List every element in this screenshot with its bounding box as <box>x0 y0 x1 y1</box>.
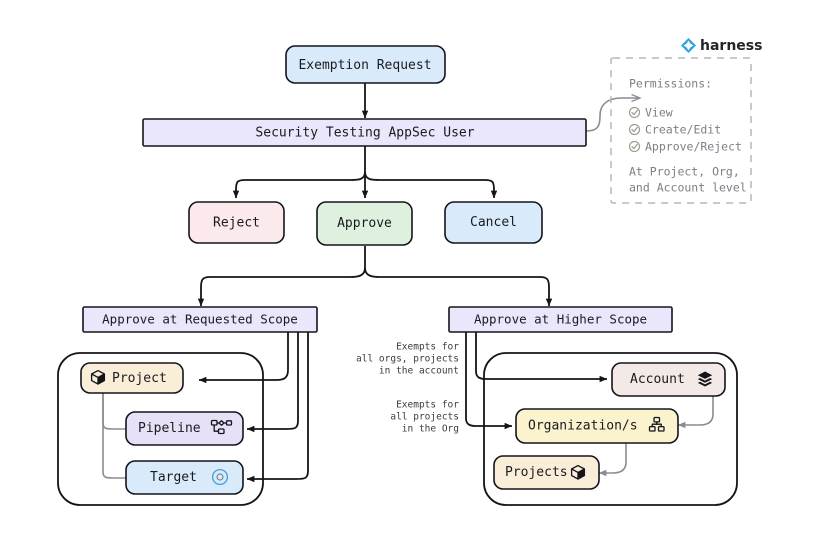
node-cancel[interactable]: Cancel <box>444 201 543 244</box>
node-projects-label: Projects <box>505 465 568 480</box>
annotation-account-exempt-line3: in the account <box>379 366 459 377</box>
node-projects[interactable]: Projects <box>493 455 600 490</box>
node-target-label: Target <box>150 470 197 485</box>
permissions-title: Permissions: <box>629 77 712 91</box>
permissions-item-approve-reject: Approve/Reject <box>628 140 742 154</box>
edge-role-to-reject <box>232 171 366 199</box>
node-account-label: Account <box>630 372 685 387</box>
edge-organizations-to-projects <box>598 443 627 477</box>
cube-icon <box>570 464 586 480</box>
node-target[interactable]: Target <box>125 460 244 495</box>
check-circle-icon <box>628 106 641 119</box>
node-exemption-request[interactable]: Exemption Request <box>285 45 446 84</box>
annotation-org-exempt-line3: in the Org <box>402 424 459 435</box>
node-reject-label: Reject <box>213 216 260 231</box>
permissions-panel: Permissions: View Create/Edit <box>610 57 752 204</box>
cube-icon <box>90 369 106 385</box>
node-reject[interactable]: Reject <box>188 201 285 244</box>
permissions-item-label: Create/Edit <box>645 123 721 137</box>
target-circle-icon <box>211 468 229 486</box>
node-exemption-request-label: Exemption Request <box>298 58 431 73</box>
edge-requested-to-pipeline <box>246 332 299 433</box>
node-role-label: Security Testing AppSec User <box>255 126 474 141</box>
node-higher-scope-label: Approve at Higher Scope <box>474 312 647 327</box>
annotation-account-exempt-line2: all orgs, projects <box>356 354 459 365</box>
edge-account-to-organizations <box>677 396 714 429</box>
node-pipeline-label: Pipeline <box>138 421 201 436</box>
node-project[interactable]: Project <box>80 362 184 394</box>
node-organizations-label: Organization/s <box>528 419 638 434</box>
annotation-account-exempt-line1: Exempts for <box>396 342 459 353</box>
edge-role-to-cancel <box>364 171 498 199</box>
edge-requested-to-project <box>198 332 289 384</box>
annotation-org-exempt-line1: Exempts for <box>396 400 459 411</box>
node-requested-scope-label: Approve at Requested Scope <box>102 312 298 327</box>
harness-diamond-icon <box>681 38 696 53</box>
node-account[interactable]: Account <box>611 362 726 397</box>
node-organizations[interactable]: Organization/s <box>515 408 679 444</box>
permissions-item-create-edit: Create/Edit <box>628 123 721 137</box>
node-cancel-label: Cancel <box>470 215 517 230</box>
brand-name: harness <box>700 38 762 54</box>
permissions-footer-line2: and Account level <box>629 181 747 195</box>
edge-higher-to-account <box>475 332 608 383</box>
higher-scope-container <box>483 352 738 506</box>
node-approve-higher-scope[interactable]: Approve at Higher Scope <box>448 306 673 333</box>
edge-project-to-target <box>102 393 134 482</box>
node-security-testing-appsec-user[interactable]: Security Testing AppSec User <box>142 118 587 147</box>
permissions-footer-line1: At Project, Org, <box>629 165 740 179</box>
annotation-account-exempt: Exempts for all orgs, projects in the ac… <box>356 342 459 377</box>
node-pipeline[interactable]: Pipeline <box>125 411 244 446</box>
node-approve-requested-scope[interactable]: Approve at Requested Scope <box>82 306 318 333</box>
edge-approve-to-requested-scope <box>197 267 366 307</box>
edge-approve-to-higher-scope <box>364 267 553 307</box>
permissions-panel-border <box>610 57 752 204</box>
permissions-item-view: View <box>628 106 673 120</box>
check-circle-icon <box>628 123 641 136</box>
edge-higher-to-organizations <box>465 332 513 430</box>
node-approve-label: Approve <box>337 216 392 231</box>
edge-role-to-permissions <box>585 98 640 132</box>
check-circle-icon <box>628 140 641 153</box>
requested-scope-container <box>57 352 264 506</box>
permissions-item-label: View <box>645 106 673 120</box>
permissions-item-label: Approve/Reject <box>645 140 742 154</box>
annotation-org-exempt-line2: all projects <box>390 412 459 423</box>
annotation-org-exempt: Exempts for all projects in the Org <box>390 400 459 435</box>
node-approve[interactable]: Approve <box>316 201 413 246</box>
pipeline-nodes-icon <box>210 419 233 435</box>
org-tree-icon <box>648 416 665 432</box>
brand-logo: harness <box>681 38 762 54</box>
node-project-label: Project <box>112 371 167 386</box>
layers-icon <box>697 371 713 387</box>
edge-requested-to-target <box>246 332 309 483</box>
